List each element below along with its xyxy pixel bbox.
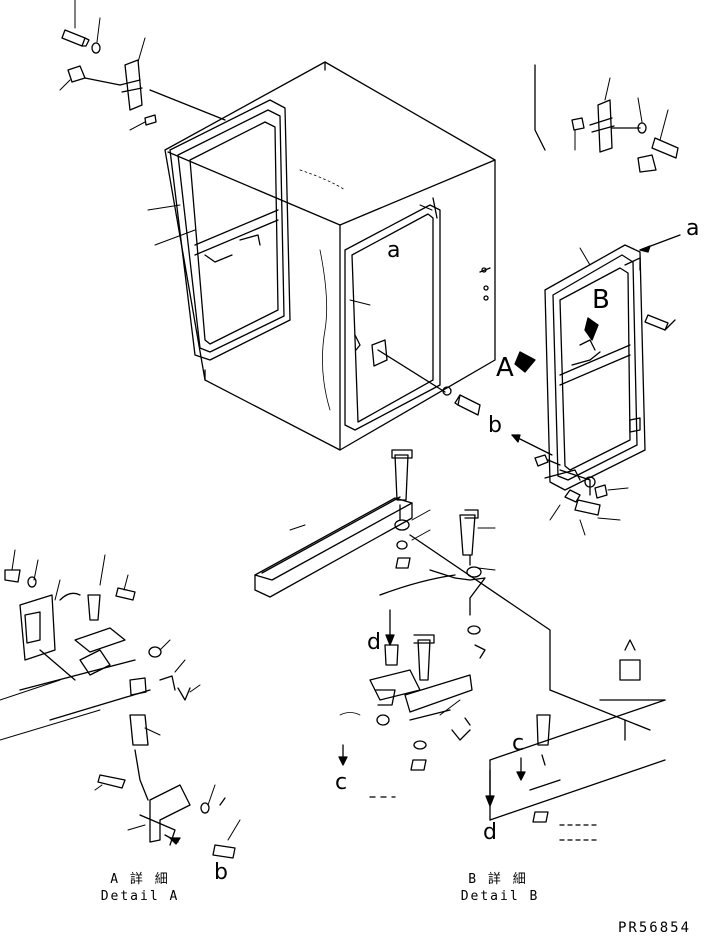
cab-left-window-frame	[169, 99, 291, 361]
right-door-lower-hardware	[534, 454, 629, 536]
drawing-code: PR56854	[618, 920, 692, 936]
cab-body	[164, 61, 496, 451]
upper-left-hardware	[59, 0, 226, 131]
label-d-right: d	[483, 820, 497, 845]
cab-hinge-assembly	[371, 339, 481, 416]
caption-detail-a-en: Detail A	[100, 889, 180, 904]
label-c-right: c	[512, 731, 525, 756]
caption-detail-b-jp: B 詳 細	[468, 872, 528, 887]
label-d-left: d	[367, 630, 381, 655]
caption-detail-b-en: Detail B	[460, 889, 540, 904]
center-handle-bracket	[254, 449, 413, 598]
right-door	[534, 64, 646, 491]
right-door-arrows	[511, 234, 681, 456]
center-lower-mechanism	[339, 634, 473, 771]
detail-a-assembly	[0, 549, 241, 859]
leader-lines	[147, 204, 591, 716]
label-b-middle: b	[488, 413, 502, 438]
center-arrows	[338, 609, 526, 807]
label-B-big: B	[592, 285, 610, 315]
floor-bracket	[489, 639, 666, 841]
label-b-detail-a: b	[214, 860, 228, 885]
label-a-upper: a	[387, 238, 401, 263]
label-A-big: A	[496, 353, 514, 383]
label-a-right: a	[686, 216, 700, 241]
cab-door-opening	[344, 197, 491, 431]
center-linkage	[379, 509, 666, 731]
caption-detail-a-jp: A 詳 細	[110, 872, 170, 887]
upper-right-hardware	[571, 77, 679, 173]
label-c-left: c	[335, 770, 348, 795]
